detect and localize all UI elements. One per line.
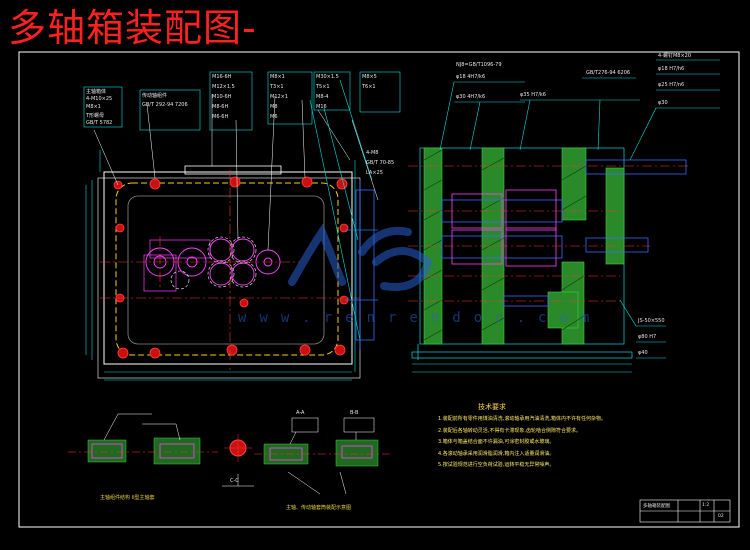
callout-label: M8-6H xyxy=(212,104,229,110)
callout-label: φ25 H7/n6 xyxy=(658,82,685,88)
drawing-frame xyxy=(18,51,740,528)
callout-boxes xyxy=(83,71,401,131)
callout-label: GB/T 292-94 7206 xyxy=(142,102,188,108)
callout-label: M10-6H xyxy=(212,94,232,100)
callout-label: M30×1.5 xyxy=(316,74,339,80)
callout-label: φ18 4H7/k6 xyxy=(456,74,486,80)
callout-label: M12×1 xyxy=(270,94,289,100)
callout-label: GB/T 70-85 xyxy=(366,160,395,166)
technical-requirements-heading: 技术要求 xyxy=(478,403,506,411)
callout-label: φ40 xyxy=(638,350,648,356)
callout-label: M8×1 xyxy=(86,104,101,110)
callout-label: φ80 H7 xyxy=(638,334,657,340)
title-block-scale: 1:2 xyxy=(702,503,710,508)
section-label: C-C xyxy=(230,478,239,484)
requirement-item: 4.各滚动轴承采用润滑脂润滑,箱内注入适量润滑油。 xyxy=(438,450,555,457)
callout-label: NJ8=GB/T1096-79 xyxy=(456,62,502,68)
callout-label: 4-M8 xyxy=(366,150,379,156)
callout-label: M8×5 xyxy=(362,74,377,80)
detail-caption: 主轴组件结构 II型主轴套 xyxy=(100,495,155,501)
callout-label: T3×1 xyxy=(270,84,284,90)
callout-label: M8 xyxy=(270,104,278,110)
callout-label: T6×1 xyxy=(362,84,376,90)
watermark-text: www.renrendoc.com xyxy=(238,310,603,326)
callout-label: φ30 4H7/k6 xyxy=(456,94,486,100)
callout-label: 4-螺钉M8×20 xyxy=(658,53,692,59)
requirement-item: 5.按试验规范进行空负荷试验,运转平稳无异常噪声。 xyxy=(438,462,555,468)
callout-label: 主轴箱体 xyxy=(86,89,107,95)
section-view xyxy=(408,59,720,373)
callout-label: LA×25 xyxy=(366,170,383,176)
callout-label: M6-6H xyxy=(212,114,229,120)
callout-label: T形螺母 xyxy=(86,113,105,119)
callout-label: M8×1 xyxy=(270,74,285,80)
callout-label: M16-6H xyxy=(212,74,232,80)
callout-label: φ18 H7/h6 xyxy=(658,66,685,72)
callout-label: M8-4 xyxy=(316,94,329,100)
callout-label: 传动轴组件 xyxy=(142,93,168,99)
title-block-sheet: 02 xyxy=(718,514,724,519)
technical-requirements-list: 1.装配前所有零件用煤油清洗,滚动轴承用汽油清洗,箱体内不许有任何杂物。 2.装… xyxy=(438,414,606,472)
requirement-item: 2.装配后各轴转动灵活,不得有卡滞现象,齿轮啮合侧隙符合要求。 xyxy=(438,427,581,434)
callout-label: GB/T 5782 xyxy=(86,120,113,126)
section-label: A-A xyxy=(296,410,305,416)
callout-label: 4-M10×25 xyxy=(86,96,113,102)
watermark-logo xyxy=(288,223,433,291)
callout-label: JS-50×550 xyxy=(638,318,665,324)
callout-label: M6 xyxy=(270,114,278,120)
requirement-item: 3.箱体与箱盖结合面不许漏油,可涂密封胶或水玻璃。 xyxy=(438,439,555,445)
callout-label: M16 xyxy=(316,104,327,110)
callout-label: M12×1.5 xyxy=(212,84,235,90)
detail-caption: 主轴、传动轴套筒装配示意图 xyxy=(286,505,352,511)
callout-label: GB/T276-94 6206 xyxy=(586,70,631,76)
callout-label: T5×1 xyxy=(316,84,330,90)
callout-label: φ30 xyxy=(658,100,668,106)
section-label: B-B xyxy=(350,410,359,416)
callout-label: φ35 H7/k6 xyxy=(520,92,546,98)
front-view xyxy=(85,79,379,381)
title-block xyxy=(639,499,731,523)
drawing-title: 多轴箱装配图- xyxy=(8,6,257,50)
detail-views xyxy=(68,413,392,495)
title-block-name: 多轴箱装配图 xyxy=(643,504,670,509)
requirement-item: 1.装配前所有零件用煤油清洗,滚动轴承用汽油清洗,箱体内不许有任何杂物。 xyxy=(438,416,606,422)
